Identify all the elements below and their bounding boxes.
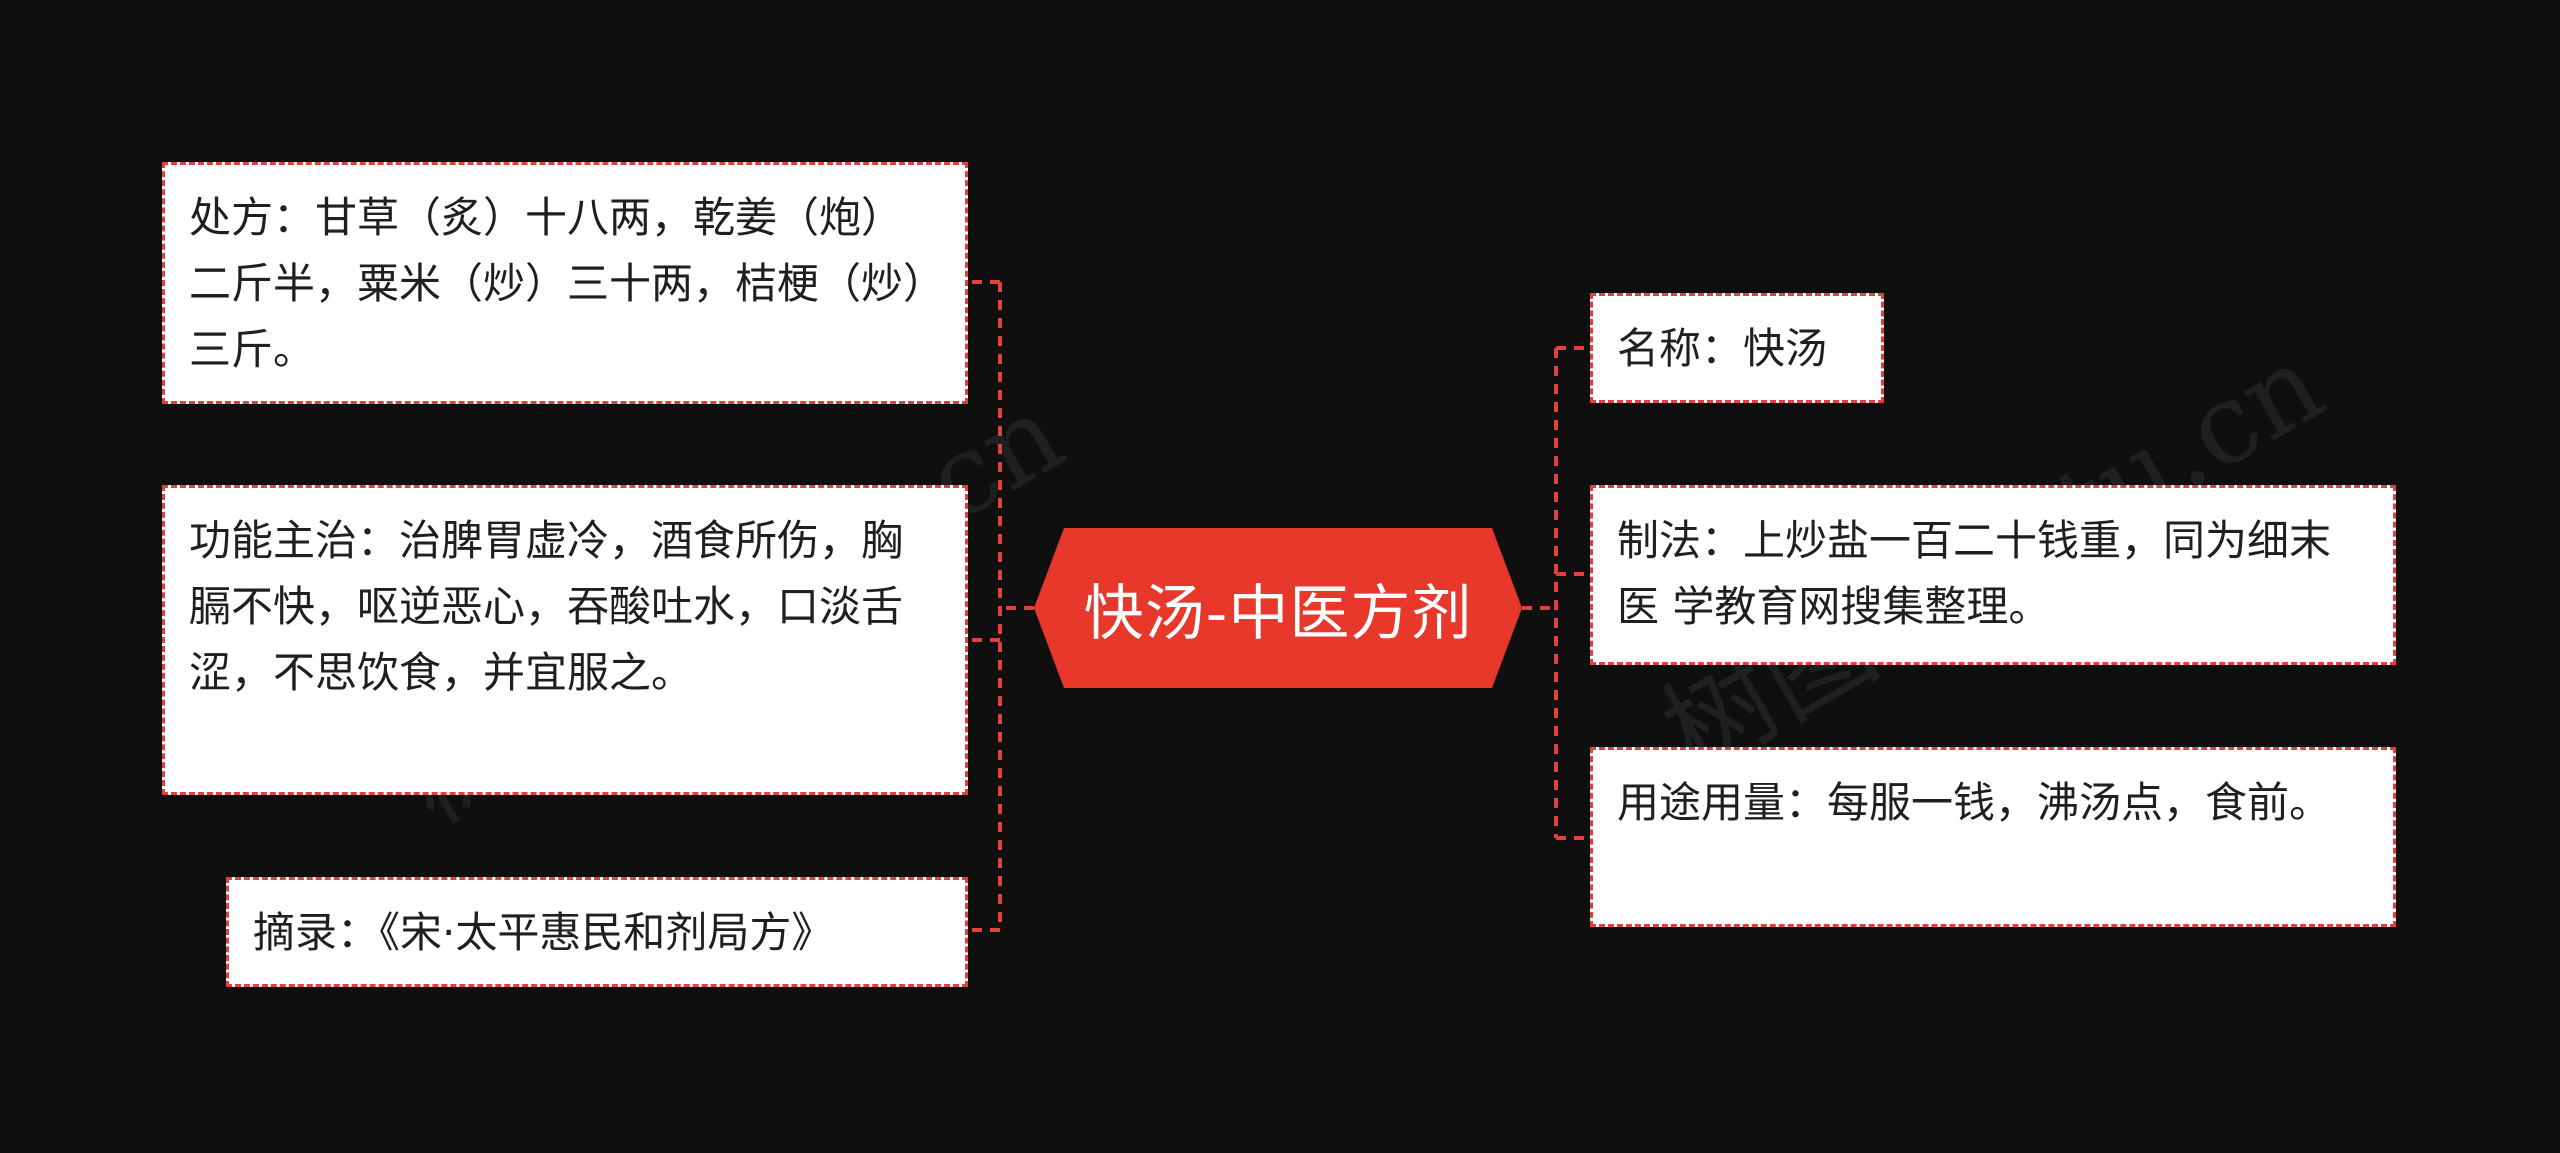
left-node-indications[interactable]: 功能主治：治脾胃虚冷，酒食所伤，胸膈不快，呕逆恶心，吞酸吐水，口淡舌涩，不思饮食… bbox=[162, 485, 968, 795]
left-trunk-line bbox=[998, 282, 1034, 930]
node-text: 用途用量：每服一钱，沸汤点，食前。 bbox=[1617, 778, 2332, 827]
node-text: 制法：上炒盐一百二十钱重，同为细末医 学教育网搜集整理。 bbox=[1617, 516, 2332, 631]
node-text: 摘录：《宋·太平惠民和剂局方》 bbox=[253, 908, 834, 957]
right-node-preparation[interactable]: 制法：上炒盐一百二十钱重，同为细末医 学教育网搜集整理。 bbox=[1590, 485, 2396, 665]
left-node-prescription[interactable]: 处方：甘草（炙）十八两，乾姜（炮）二斤半，粟米（炒）三十两，桔梗（炒）三斤。 bbox=[162, 162, 968, 404]
center-topic[interactable]: 快汤-中医方剂 bbox=[1034, 528, 1522, 688]
node-text: 功能主治：治脾胃虚冷，酒食所伤，胸膈不快，呕逆恶心，吞酸吐水，口淡舌涩，不思饮食… bbox=[189, 516, 904, 697]
left-node-source[interactable]: 摘录：《宋·太平惠民和剂局方》 bbox=[226, 877, 968, 987]
node-text: 名称：快汤 bbox=[1617, 324, 1828, 373]
right-node-name[interactable]: 名称：快汤 bbox=[1590, 293, 1884, 403]
center-hexagon-shape bbox=[1034, 528, 1522, 688]
right-node-usage[interactable]: 用途用量：每服一钱，沸汤点，食前。 bbox=[1590, 747, 2396, 927]
right-trunk-line bbox=[1522, 348, 1558, 838]
center-title: 快汤-中医方剂 bbox=[1083, 578, 1473, 649]
node-text: 处方：甘草（炙）十八两，乾姜（炮）二斤半，粟米（炒）三十两，桔梗（炒）三斤。 bbox=[189, 193, 925, 374]
